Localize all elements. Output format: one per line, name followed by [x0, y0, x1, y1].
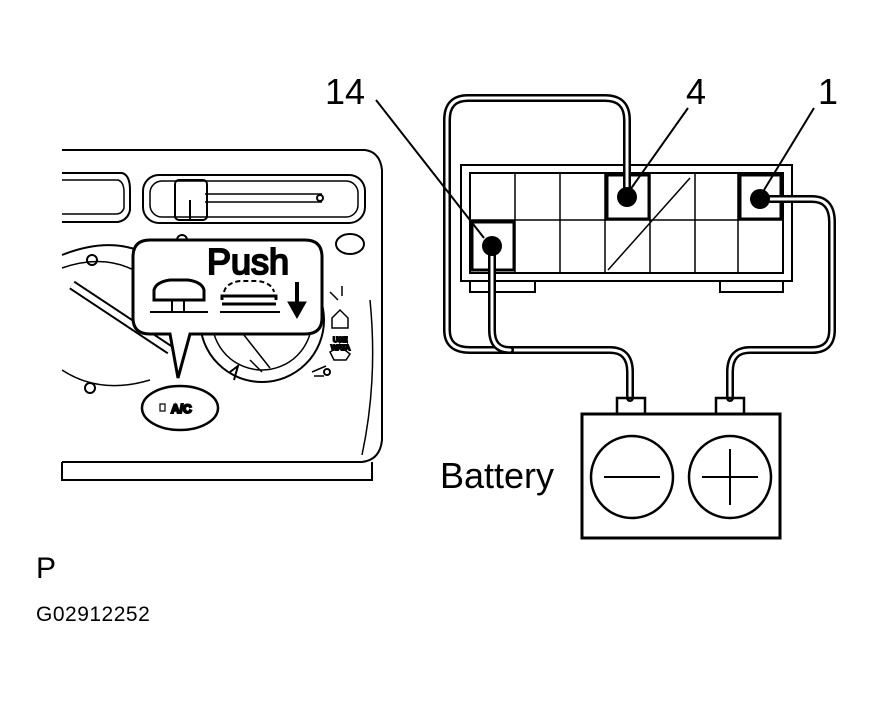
push-callout — [131, 238, 324, 379]
push-arrow-icon — [287, 282, 307, 320]
pin-1-label: 1 — [818, 71, 838, 112]
ac-button[interactable] — [140, 384, 220, 432]
battery-label: Battery — [440, 455, 554, 496]
pin-1-dot — [750, 189, 770, 209]
pin-4-dot — [617, 187, 637, 207]
figure-code: G02912252 — [36, 603, 151, 626]
indicator-oval — [335, 233, 365, 255]
leader-1 — [763, 107, 815, 191]
pin-14-dot — [482, 236, 502, 256]
pin-4-label: 4 — [686, 71, 706, 112]
push-label: Push — [207, 241, 289, 282]
battery-negative-icon — [589, 434, 675, 520]
battery-positive-icon — [687, 434, 773, 520]
ac-button-label: A/C — [171, 402, 192, 416]
use-water-label-1: USE — [333, 337, 348, 344]
use-water-label-2: WATA — [331, 345, 350, 352]
pin-14-label: 14 — [325, 71, 365, 112]
wires — [443, 94, 836, 402]
leader-4 — [629, 107, 689, 191]
view-letter: P — [36, 552, 57, 585]
ac-button-icon — [159, 403, 166, 412]
battery — [580, 396, 782, 540]
leader-14 — [375, 99, 485, 239]
